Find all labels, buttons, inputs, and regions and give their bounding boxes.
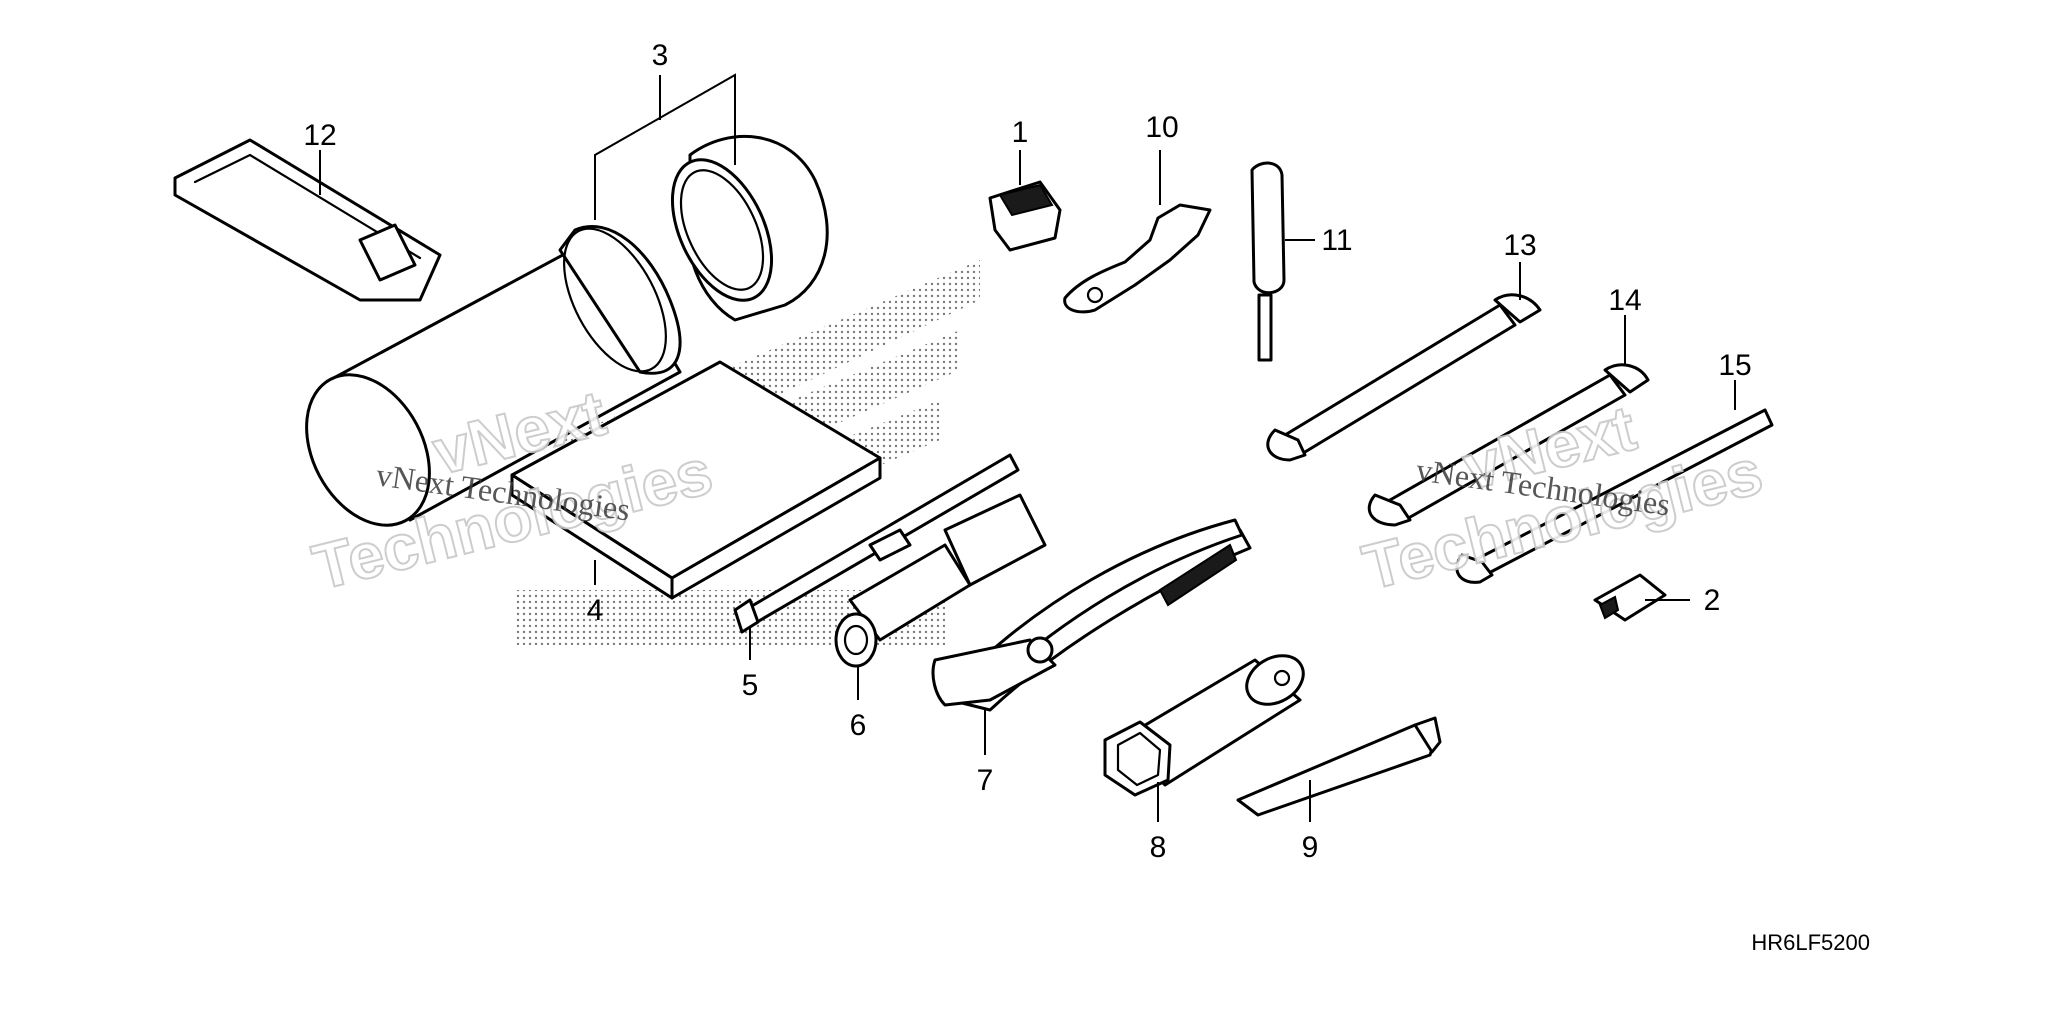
callout-7: 7 bbox=[977, 764, 994, 797]
pliers-part-7 bbox=[931, 518, 1252, 712]
hex-key-part-9 bbox=[1236, 716, 1442, 817]
wrench-part-14 bbox=[1367, 363, 1650, 527]
plug-wrench-part-8 bbox=[1103, 654, 1305, 797]
callout-5: 5 bbox=[742, 669, 759, 702]
callout-8: 8 bbox=[1150, 831, 1167, 864]
callout-4: 4 bbox=[587, 594, 604, 627]
tool-tube-part-3 bbox=[305, 134, 829, 527]
small-driver-part-11 bbox=[1250, 161, 1286, 362]
callout-labels: 1 2 3 4 5 6 7 8 9 10 11 12 13 14 15 bbox=[303, 39, 1751, 864]
leader-lines bbox=[319, 73, 1736, 822]
screwdriver-part-5 bbox=[733, 453, 1020, 634]
callout-15: 15 bbox=[1718, 349, 1751, 382]
callout-3: 3 bbox=[652, 39, 669, 72]
callout-14: 14 bbox=[1608, 284, 1641, 317]
callout-13: 13 bbox=[1503, 229, 1536, 262]
owner-manual-part-4 bbox=[510, 360, 882, 600]
callout-1: 1 bbox=[1012, 116, 1029, 149]
watermark: vNext Technologies vNext Technologies vN… bbox=[305, 376, 1770, 605]
wrench-part-13 bbox=[1266, 293, 1542, 462]
callout-9: 9 bbox=[1302, 831, 1319, 864]
callout-2: 2 bbox=[1704, 584, 1721, 617]
bent-wrench-part-10 bbox=[1063, 203, 1212, 314]
diagram-code: HR6LF5200 bbox=[1751, 930, 1870, 955]
callout-12: 12 bbox=[303, 119, 336, 152]
callout-11: 11 bbox=[1321, 224, 1352, 257]
handle-part-6 bbox=[834, 493, 1047, 668]
callout-6: 6 bbox=[850, 709, 867, 742]
fuse-part-1 bbox=[988, 180, 1062, 252]
strap-part-12 bbox=[173, 138, 442, 302]
clip-part-2 bbox=[1593, 573, 1667, 622]
callout-10: 10 bbox=[1145, 111, 1178, 144]
bar-part-15 bbox=[1455, 408, 1774, 584]
